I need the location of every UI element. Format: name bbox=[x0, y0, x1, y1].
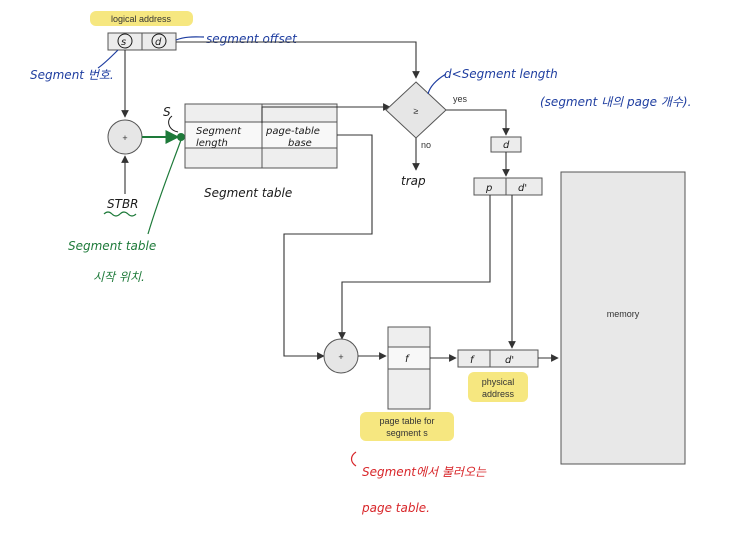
s-mark: S bbox=[163, 105, 171, 119]
logical-s-text: s bbox=[121, 37, 126, 48]
logical-address-highlight bbox=[90, 11, 193, 26]
memory-block bbox=[560, 171, 686, 465]
pt-base-label-2: base bbox=[288, 138, 312, 149]
physical-f-cell bbox=[457, 349, 491, 368]
d-box-text: d bbox=[503, 140, 510, 151]
physical-d-prime-text: d' bbox=[505, 355, 514, 366]
physical-f-text: f bbox=[470, 355, 475, 366]
segment-table-note-2: 시작 위치. bbox=[93, 270, 145, 284]
d-circle bbox=[151, 33, 167, 49]
page-table-label-2: segment s bbox=[386, 428, 428, 438]
condition-detail-note: (segment 내의 page 개수). bbox=[540, 95, 691, 109]
physical-address-label-2: address bbox=[482, 389, 515, 399]
s-circle bbox=[117, 33, 133, 49]
segment-table-note-pointer bbox=[147, 139, 182, 235]
logical-address-label: logical address bbox=[111, 14, 172, 24]
pt-base-label-1: page-table bbox=[265, 126, 320, 137]
d-prime-cell bbox=[505, 177, 543, 196]
seg-length-label-1: Segment bbox=[196, 126, 242, 137]
trap-label: trap bbox=[401, 174, 426, 188]
no-label: no bbox=[421, 140, 431, 150]
memory-label: memory bbox=[607, 309, 640, 319]
page-table-label-1: page table for bbox=[379, 416, 434, 426]
segment-offset-note: segment offset bbox=[206, 32, 298, 46]
red-note-2: page table. bbox=[361, 501, 430, 515]
stbr-label: STBR bbox=[107, 197, 139, 211]
stbr-underline bbox=[103, 211, 137, 217]
page-table-f: f bbox=[405, 354, 410, 365]
adder-plus: + bbox=[122, 133, 127, 143]
yes-label: yes bbox=[453, 94, 468, 104]
segment-table-start-dot bbox=[177, 133, 185, 141]
physical-address-highlight bbox=[468, 372, 528, 402]
physical-address-label-1: physical bbox=[482, 377, 515, 387]
segnum-pointer bbox=[97, 49, 119, 69]
segment-table-entry bbox=[184, 121, 338, 149]
comparator-symbol: ≥ bbox=[414, 106, 419, 116]
segment-table-note-1: Segment table bbox=[68, 239, 156, 253]
seg-length-label-2: length bbox=[196, 138, 228, 149]
segment-table-label: Segment table bbox=[204, 186, 292, 200]
segment-number-note: Segment 번호. bbox=[30, 68, 114, 82]
red-note-1: Segment에서 불러오는 bbox=[362, 465, 487, 479]
page-table-highlight bbox=[360, 412, 454, 441]
logical-d-text: d bbox=[155, 37, 162, 48]
d-prime-text: d' bbox=[518, 183, 527, 194]
offset-pointer bbox=[175, 36, 205, 41]
adder2-plus: + bbox=[338, 352, 343, 362]
p-text: p bbox=[485, 183, 492, 194]
page-table-entry bbox=[387, 346, 431, 370]
condition-note: d<Segment length bbox=[444, 67, 558, 81]
